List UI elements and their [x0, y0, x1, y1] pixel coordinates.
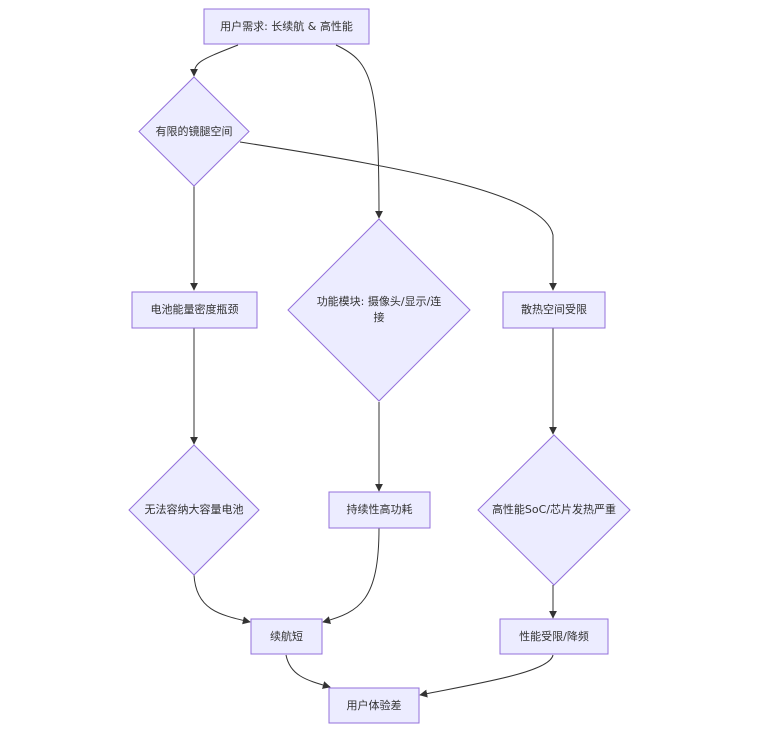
node-short-battery-life: 续航短: [250, 618, 323, 655]
node-sustained-high-power-label: 持续性高功耗: [347, 502, 413, 516]
node-sustained-high-power: 持续性高功耗: [328, 491, 431, 529]
node-user-requirement-label: 用户需求: 长续航 & 高性能: [220, 19, 353, 33]
node-function-modules: 功能模块: 摄像头/显示/连 接: [287, 218, 471, 402]
node-limited-cooling-space: 散热空间受限: [502, 291, 606, 329]
node-poor-user-experience-label: 用户体验差: [347, 698, 402, 712]
node-limited-temple-space-label: 有限的镜腿空间: [156, 124, 233, 138]
node-short-battery-life-label: 续航短: [270, 629, 303, 643]
node-cannot-fit-large-battery: 无法容纳大容量电池: [128, 444, 260, 576]
edge-a-to-b: [190, 44, 239, 77]
edge-j-to-k: [419, 654, 554, 698]
node-performance-throttled: 性能受限/降频: [499, 618, 609, 655]
node-function-modules-label-line2: 接: [374, 311, 385, 324]
node-limited-temple-space: 有限的镜腿空间: [138, 76, 250, 187]
edge-f-to-i: [193, 574, 251, 625]
edge-a-to-c: [335, 44, 383, 219]
node-user-requirement: 用户需求: 长续航 & 高性能: [203, 8, 370, 45]
edge-g-to-i: [322, 527, 380, 624]
node-soc-overheating: 高性能SoC/芯片发热严重: [477, 434, 631, 586]
node-battery-density-bottleneck-label: 电池能量密度瓶颈: [151, 302, 239, 316]
edge-b-to-e: [239, 141, 557, 291]
node-poor-user-experience: 用户体验差: [328, 687, 420, 724]
node-limited-cooling-space-label: 散热空间受限: [521, 302, 587, 316]
edge-i-to-k: [285, 654, 331, 689]
node-performance-throttled-label: 性能受限/降频: [519, 629, 589, 643]
node-battery-density-bottleneck: 电池能量密度瓶颈: [131, 291, 258, 329]
edges: [190, 44, 557, 698]
node-cannot-fit-large-battery-label: 无法容纳大容量电池: [145, 502, 244, 516]
node-soc-overheating-label: 高性能SoC/芯片发热严重: [492, 502, 616, 516]
node-function-modules-label: 功能模块: 摄像头/显示/连: [317, 294, 442, 308]
